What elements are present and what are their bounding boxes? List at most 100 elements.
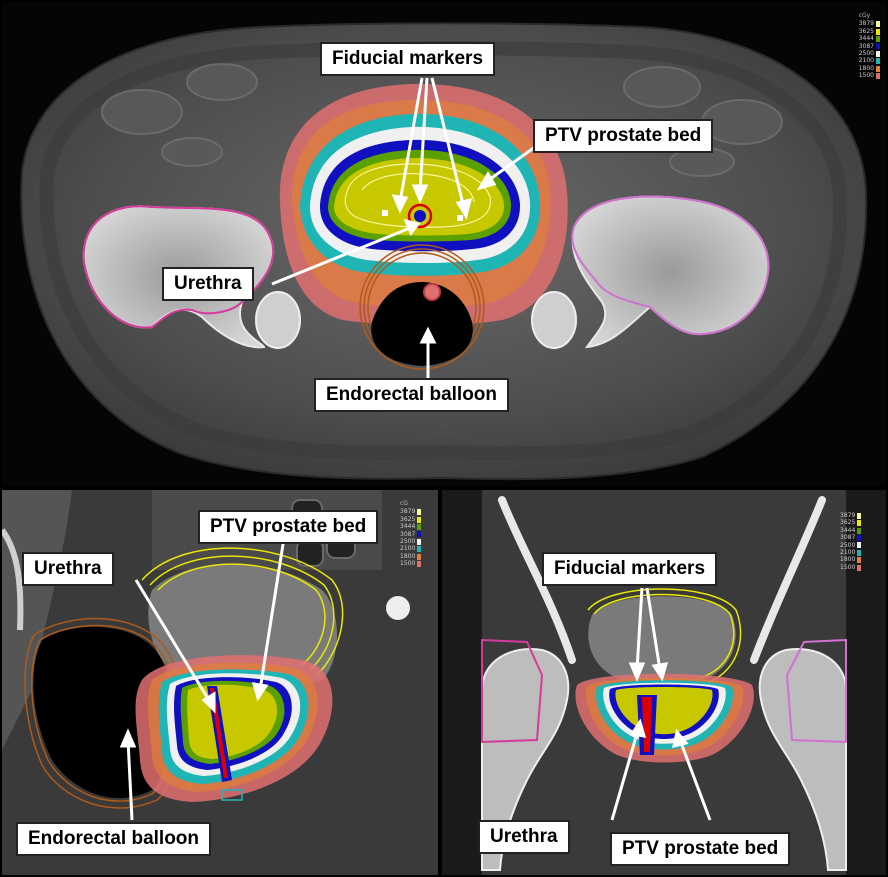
legend-label: 3444	[858, 35, 874, 43]
legend-row: 3087	[840, 534, 862, 542]
label-endorectal-balloon: Endorectal balloon	[314, 378, 510, 412]
legend-swatch	[417, 553, 422, 560]
legend-label: 1500	[840, 563, 856, 571]
legend-row: 3087	[400, 530, 422, 538]
label-urethra: Urethra	[478, 820, 570, 854]
legend-swatch	[417, 538, 422, 545]
legend-swatch	[857, 557, 862, 564]
label-fiducial-markers: Fiducial markers	[320, 42, 496, 76]
legend-swatch	[876, 72, 880, 79]
legend-unit: cG	[400, 500, 408, 507]
legend-unit: cGy	[858, 12, 871, 19]
legend-row: 3444	[400, 523, 422, 531]
legend-label: 2500	[840, 541, 856, 549]
sagittal-ct-image	[2, 490, 438, 875]
legend-row: 3087	[859, 43, 880, 50]
fiducial-marker	[457, 215, 463, 221]
annotation-arrows-coronal	[610, 587, 712, 821]
legend-swatch	[876, 58, 880, 65]
label-ptv-prostate-bed: PTV prostate bed	[198, 510, 379, 544]
fiducial-marker	[382, 210, 388, 216]
legend-row: 2500	[859, 50, 880, 57]
legend-label: 3879	[400, 508, 416, 516]
legend-swatch	[417, 509, 422, 516]
right-femur-bone	[571, 195, 770, 349]
legend-row: 3444	[840, 526, 862, 534]
dose-wash-coronal	[575, 673, 754, 763]
legend-swatch	[417, 523, 422, 530]
legend-label: 3087	[858, 42, 874, 50]
legend-row: 3625	[840, 519, 862, 527]
legend-swatch	[876, 50, 880, 57]
legend-swatch	[857, 520, 862, 527]
legend-row: 3879	[840, 512, 862, 519]
legend-row: 3625	[859, 28, 880, 35]
legend-swatch	[876, 65, 880, 72]
legend-label: 1800	[840, 556, 856, 564]
legend-label: 3087	[840, 534, 856, 542]
legend-row: 2100	[400, 545, 422, 553]
legend-row: 1800	[840, 556, 862, 564]
legend-label: 1500	[858, 72, 874, 80]
annotation-arrows-axial	[271, 77, 543, 378]
legend-row: 2100	[859, 57, 880, 64]
legend-swatch	[876, 43, 880, 50]
legend-label: 3879	[840, 512, 856, 519]
legend-row: 1800	[859, 65, 880, 72]
coronal-ct-image	[442, 490, 886, 875]
label-ptv-prostate-bed: PTV prostate bed	[610, 832, 791, 866]
legend-label: 2500	[858, 50, 874, 58]
legend-label: 3444	[840, 526, 856, 534]
legend-swatch	[857, 512, 862, 519]
annotation-arrows-sagittal	[119, 537, 286, 821]
legend-row: 2100	[840, 549, 862, 557]
legend-swatch	[876, 28, 880, 35]
legend-swatch	[857, 549, 862, 556]
legend-row: 1500	[840, 563, 862, 571]
legend-swatch	[417, 546, 422, 553]
legend-row: 3879	[859, 20, 880, 27]
legend-row: 1500	[859, 72, 880, 79]
legend-row: 1500	[400, 560, 422, 568]
legend-label: 1800	[400, 552, 416, 560]
label-endorectal-balloon: Endorectal balloon	[16, 822, 212, 856]
legend-row: 3625	[400, 515, 422, 523]
legend-swatch	[857, 542, 862, 549]
urethra-contour-axial	[407, 203, 433, 229]
label-urethra: Urethra	[162, 267, 254, 301]
legend-label: 1500	[400, 560, 416, 568]
legend-label: 1800	[858, 64, 874, 72]
legend-row: 2500	[400, 538, 422, 546]
legend-swatch	[876, 35, 880, 42]
legend-row: 3879	[400, 508, 422, 516]
legend-label: 3625	[400, 515, 416, 523]
legend-label: 2100	[858, 57, 874, 65]
legend-swatch	[857, 564, 862, 571]
label-ptv-prostate-bed: PTV prostate bed	[533, 119, 714, 153]
legend-swatch	[417, 560, 422, 567]
legend-label: 2500	[400, 538, 416, 546]
legend-label: 3087	[400, 530, 416, 538]
legend-swatch	[876, 21, 880, 28]
legend-swatch	[857, 534, 862, 541]
label-fiducial-markers: Fiducial markers	[542, 552, 718, 586]
legend-label: 2100	[400, 545, 416, 553]
legend-swatch	[417, 531, 422, 538]
label-urethra: Urethra	[22, 552, 114, 586]
legend-label: 3444	[400, 523, 416, 531]
legend-row: 3444	[859, 35, 880, 42]
legend-row: 2500	[840, 541, 862, 549]
legend-swatch	[417, 516, 422, 523]
legend-label: 3625	[858, 27, 874, 35]
dose-wash-axial	[279, 83, 568, 326]
legend-swatch	[857, 527, 862, 534]
legend-label: 2100	[840, 549, 856, 557]
bowel-loops	[101, 63, 783, 177]
legend-label: 3625	[840, 519, 856, 527]
